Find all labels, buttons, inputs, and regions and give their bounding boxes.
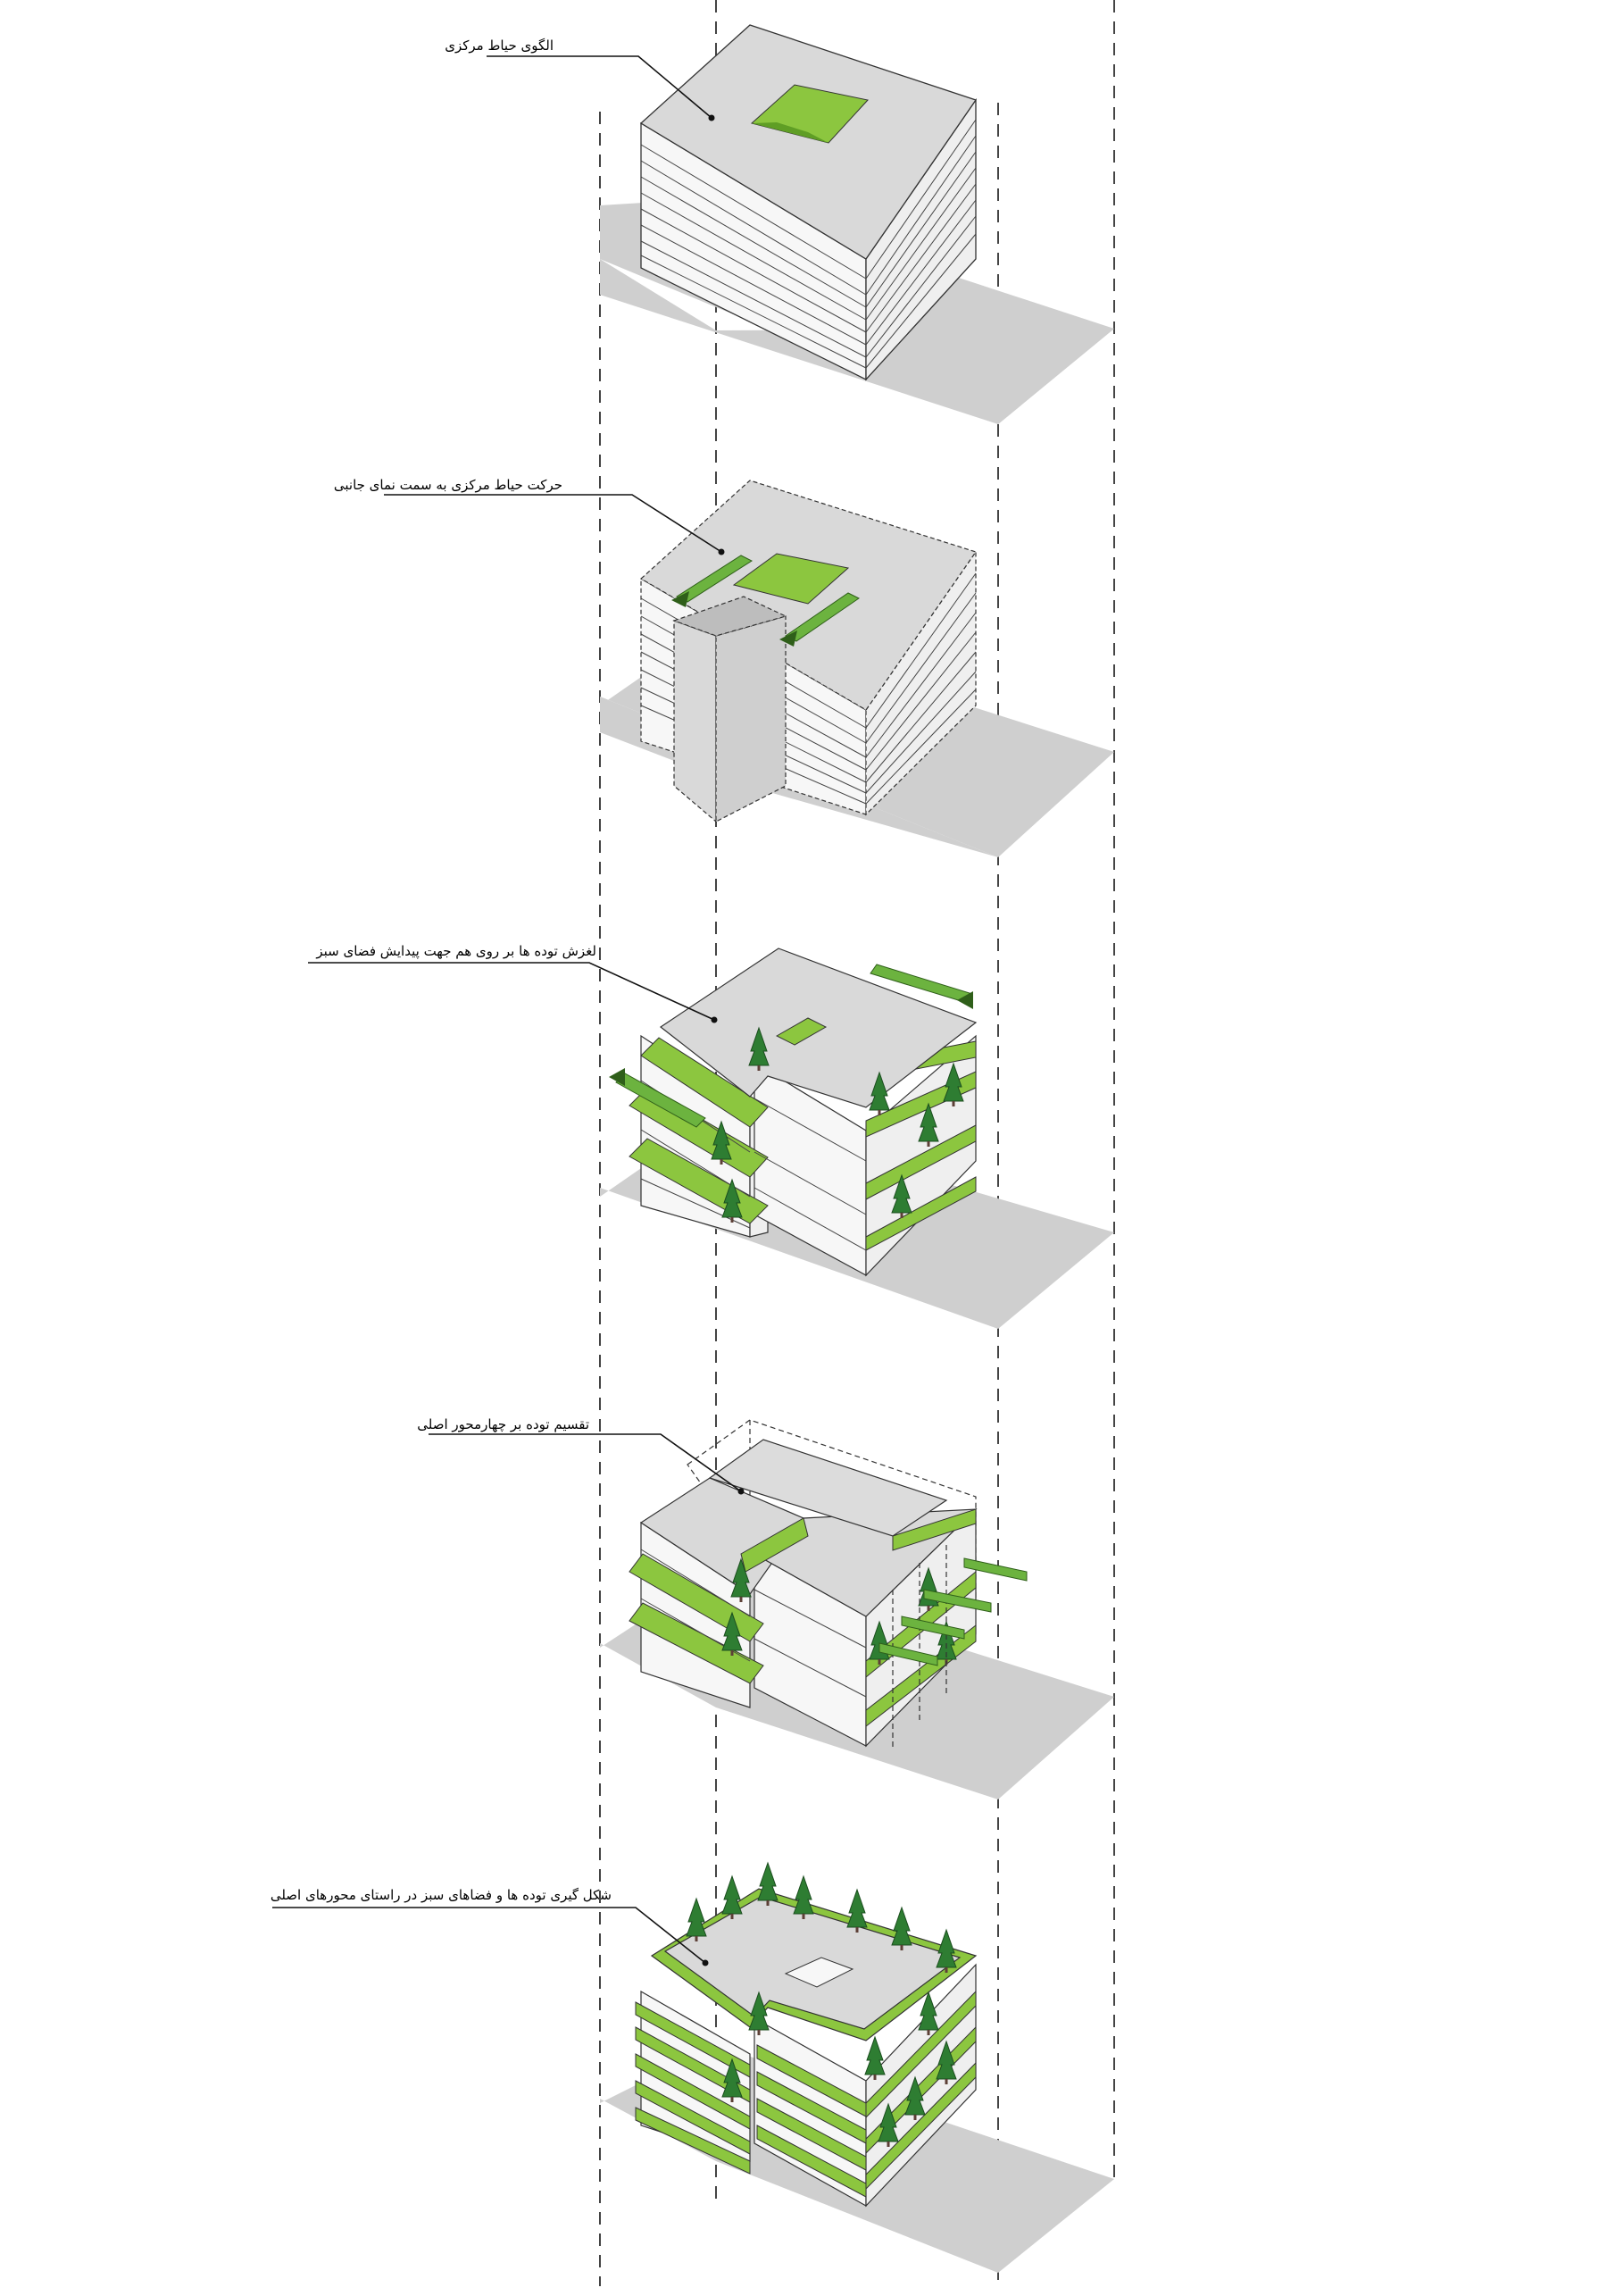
step-3-mass xyxy=(308,948,1114,1329)
step-5-leader xyxy=(272,1907,706,1964)
step-2-mass xyxy=(384,480,1114,857)
step-1-leader xyxy=(487,55,712,119)
step-1-label: الگوی حیاط مرکزی xyxy=(445,38,554,54)
step-4-label: تقسیم توده بر چهارمحور اصلی xyxy=(417,1416,589,1432)
step-2-label: حرکت حیاط مرکزی به سمت نمای جانبی xyxy=(333,477,562,493)
step-3-label: لغزش توده ها بر روی هم جهت پیدایش فضای س… xyxy=(316,943,596,959)
step-1-mass xyxy=(487,24,1114,424)
step-5-label: شکل گیری توده ها و فضاهای سبز در راستای … xyxy=(270,1887,612,1903)
step-4-leader xyxy=(429,1433,742,1492)
step-4-mass xyxy=(429,1419,1114,1799)
step-3-leader xyxy=(308,962,715,1021)
step-5-mass xyxy=(272,1862,1114,2273)
step-2-leader xyxy=(384,494,722,553)
